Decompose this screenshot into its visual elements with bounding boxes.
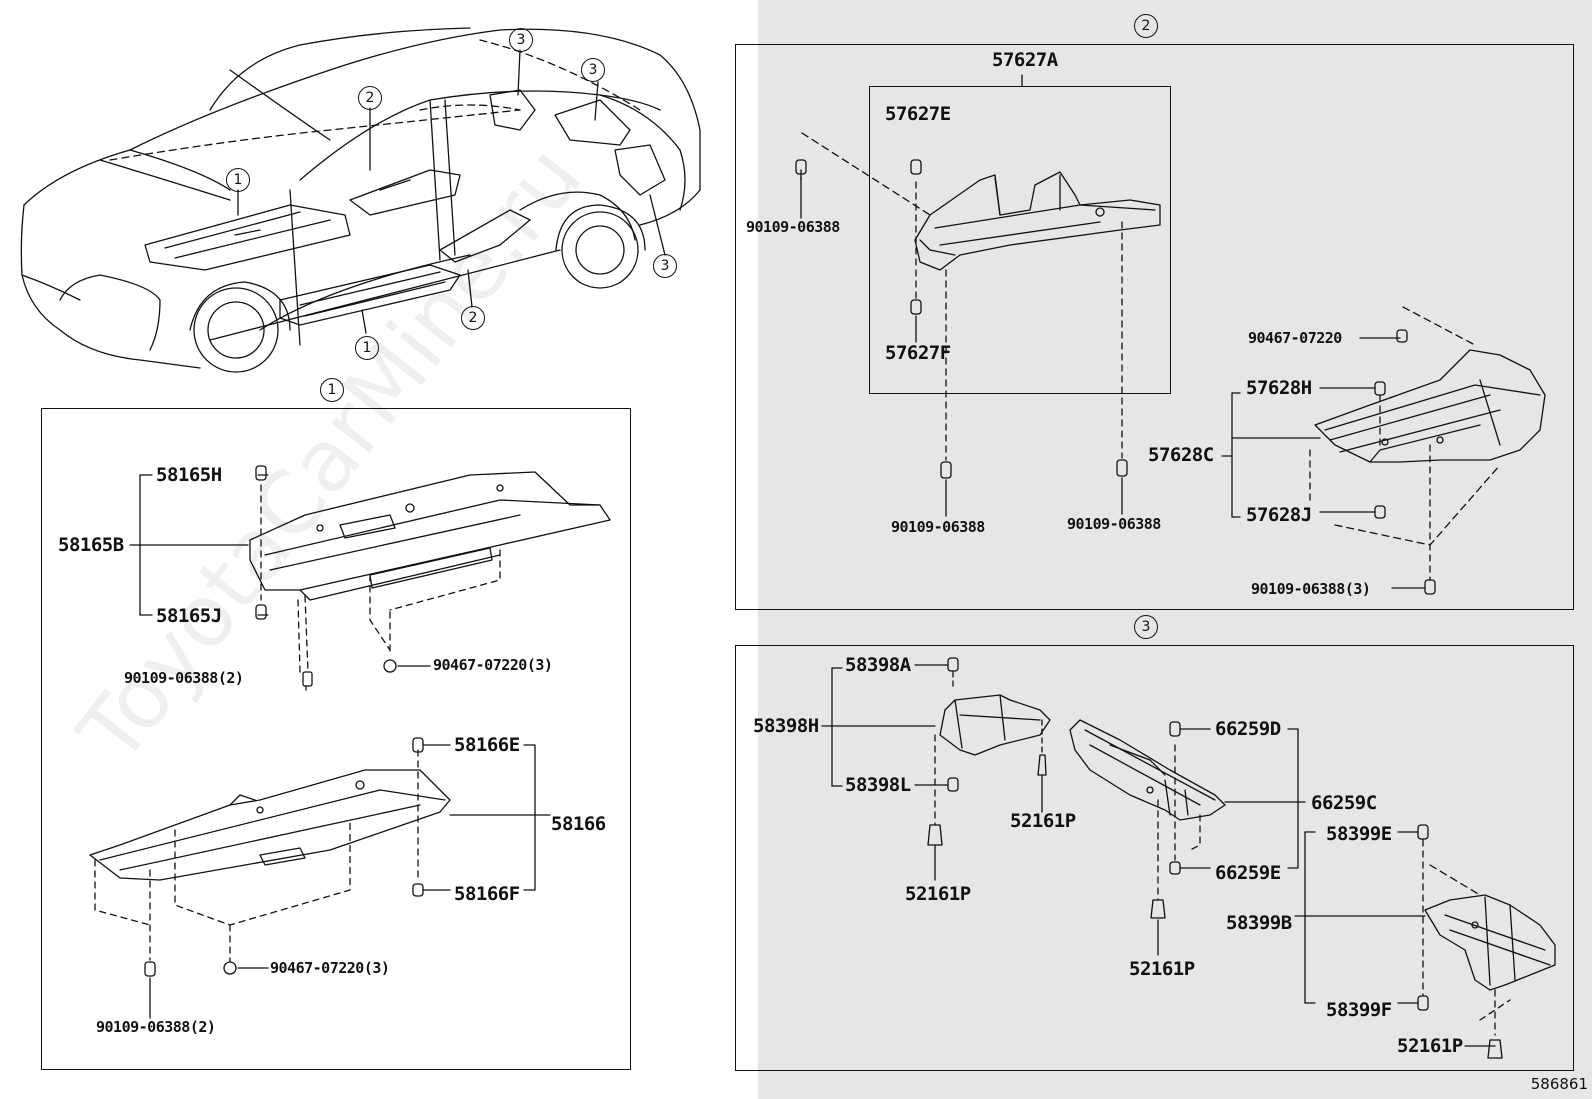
part-label-58398A: 58398A — [845, 654, 911, 676]
part-label-58166F: 58166F — [454, 883, 520, 905]
part-label-58165H: 58165H — [156, 464, 222, 486]
part-label-90467-07220: 90467-07220 — [1248, 329, 1342, 347]
group3-parts — [821, 657, 1556, 1059]
part-label-90467-07220-3-upper: 90467-07220(3) — [433, 656, 553, 674]
part-label-57628C: 57628C — [1148, 444, 1214, 466]
callout-3-car-c: 3 — [653, 254, 677, 278]
part-label-90109-06388-b: 90109-06388 — [891, 518, 985, 536]
part-label-90109-06388-2-lower: 90109-06388(2) — [96, 1018, 216, 1036]
group1-callout: 1 — [320, 378, 344, 402]
group3-frame — [735, 645, 1574, 1071]
group2-frame — [735, 44, 1574, 610]
callout-1-car-upper: 1 — [226, 168, 250, 192]
part-label-57627E: 57627E — [885, 103, 951, 125]
part-label-90467-07220-3-lower: 90467-07220(3) — [270, 959, 390, 977]
group1-frame — [41, 408, 631, 1070]
part-label-57628J: 57628J — [1246, 504, 1312, 526]
car-overview-illustration — [20, 27, 701, 373]
part-label-66259E: 66259E — [1215, 862, 1281, 884]
car-callout-leaders — [237, 49, 666, 334]
part-label-52161P-a: 52161P — [1010, 810, 1076, 832]
group2-callout: 2 — [1134, 14, 1158, 38]
callout-2-car-lower: 2 — [461, 306, 485, 330]
part-label-58398L: 58398L — [845, 774, 911, 796]
part-label-58165J: 58165J — [156, 605, 222, 627]
diagram-code: 586861 — [1530, 1075, 1588, 1093]
part-label-90109-06388-a: 90109-06388 — [746, 218, 840, 236]
part-label-52161P-d: 52161P — [1397, 1035, 1463, 1057]
callout-1-car-lower: 1 — [355, 336, 379, 360]
shaded-panel-background — [758, 0, 1592, 1099]
part-label-90109-06388-2-upper: 90109-06388(2) — [124, 669, 244, 687]
group2-subassembly-frame — [869, 86, 1171, 394]
part-label-58398H: 58398H — [753, 715, 819, 737]
part-label-57628H: 57628H — [1246, 377, 1312, 399]
part-label-58399F: 58399F — [1326, 999, 1392, 1021]
callout-3-car-a: 3 — [509, 28, 533, 52]
part-label-58165B: 58165B — [58, 534, 124, 556]
part-label-52161P-b: 52161P — [905, 883, 971, 905]
group2-parts — [795, 74, 1546, 595]
part-label-66259D: 66259D — [1215, 718, 1281, 740]
part-label-66259C: 66259C — [1311, 792, 1377, 814]
part-label-57627A: 57627A — [992, 49, 1058, 71]
part-label-58166E: 58166E — [454, 734, 520, 756]
part-label-58399E: 58399E — [1326, 823, 1392, 845]
callout-3-car-b: 3 — [581, 58, 605, 82]
group3-callout: 3 — [1134, 615, 1158, 639]
part-label-52161P-c: 52161P — [1129, 958, 1195, 980]
part-label-58166: 58166 — [551, 813, 606, 835]
part-label-58399B: 58399B — [1226, 912, 1292, 934]
callout-2-car-upper: 2 — [358, 86, 382, 110]
part-label-90109-06388-3: 90109-06388(3) — [1251, 580, 1371, 598]
part-label-90109-06388-c: 90109-06388 — [1067, 515, 1161, 533]
group1-parts — [89, 465, 611, 1019]
part-label-57627F: 57627F — [885, 342, 951, 364]
